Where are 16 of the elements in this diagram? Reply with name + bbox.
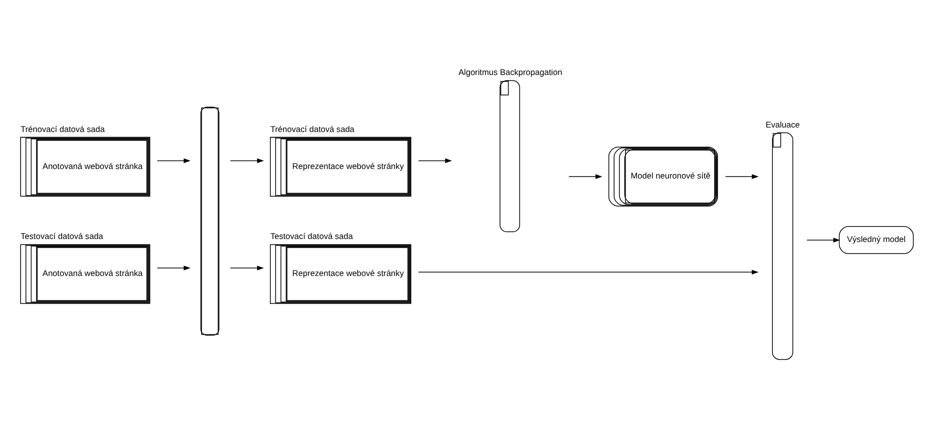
node-label: Testovací datová sada — [270, 231, 352, 242]
node-label: Algoritmus Backpropagation — [458, 67, 562, 78]
node-box: Výsledný model — [838, 226, 914, 254]
arrow — [806, 238, 840, 242]
node-label: Trénovací datová sada — [20, 124, 104, 134]
node-label: Trénovací datová sada — [270, 124, 354, 134]
node-label: Evaluace — [765, 119, 800, 130]
arrow — [156, 266, 190, 270]
arrow — [229, 266, 264, 270]
arrow — [156, 158, 190, 164]
arrow — [418, 270, 758, 275]
arrow — [724, 174, 758, 179]
arrow — [229, 158, 264, 164]
arrow — [568, 174, 602, 179]
arrow — [418, 158, 452, 164]
node-label: Testovací datová sada — [20, 231, 103, 242]
